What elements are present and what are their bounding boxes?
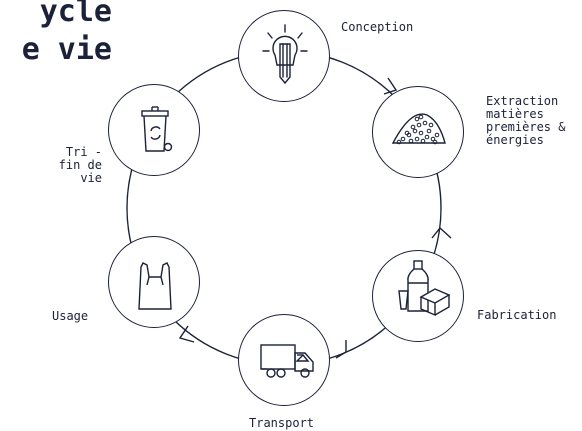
granule <box>410 124 416 130</box>
plastic-bag-icon <box>138 262 172 310</box>
title-line-1: ycle <box>39 0 112 29</box>
granule <box>426 128 432 134</box>
truck-icon <box>260 344 314 378</box>
granule <box>418 130 424 136</box>
title-line-2: e vie <box>21 32 112 67</box>
stage-node-fabrication <box>372 250 464 342</box>
bottle-cup-box-icon <box>398 260 451 317</box>
stage-node-extraction <box>372 86 464 178</box>
stage-node-transport <box>238 314 330 406</box>
granule <box>396 139 402 145</box>
arrow-1 <box>383 77 398 95</box>
granule <box>418 114 424 120</box>
granule <box>424 134 430 140</box>
stage-node-conception <box>238 10 330 102</box>
granules-pile-icon <box>391 113 446 145</box>
granule <box>408 138 414 144</box>
granule <box>414 136 420 142</box>
granule <box>400 136 406 142</box>
stage-label-tri: Tri - fin de vie <box>58 145 102 185</box>
granule <box>434 132 440 138</box>
granule <box>404 130 410 136</box>
granule <box>430 136 436 142</box>
stage-label-transport: Transport <box>249 416 315 430</box>
lightbulb-pencil-icon <box>262 24 308 85</box>
stage-label-usage: Usage <box>52 309 89 323</box>
granule <box>422 120 428 126</box>
arrow-4 <box>178 325 195 343</box>
granule <box>414 116 420 122</box>
recycling-bin-icon <box>141 106 173 152</box>
granule <box>412 128 418 134</box>
granule <box>428 122 434 128</box>
granule <box>416 122 422 128</box>
stage-node-usage <box>108 236 200 328</box>
granule <box>420 138 426 144</box>
granule <box>432 139 438 145</box>
arrow-2 <box>431 226 452 239</box>
stage-node-tri <box>108 84 200 176</box>
stage-label-conception: Conception <box>341 20 414 34</box>
stage-label-fabrication: Fabrication <box>477 308 557 322</box>
arrow-3 <box>335 340 347 359</box>
stage-label-extraction: Extraction matières premières & énergies <box>486 94 566 147</box>
